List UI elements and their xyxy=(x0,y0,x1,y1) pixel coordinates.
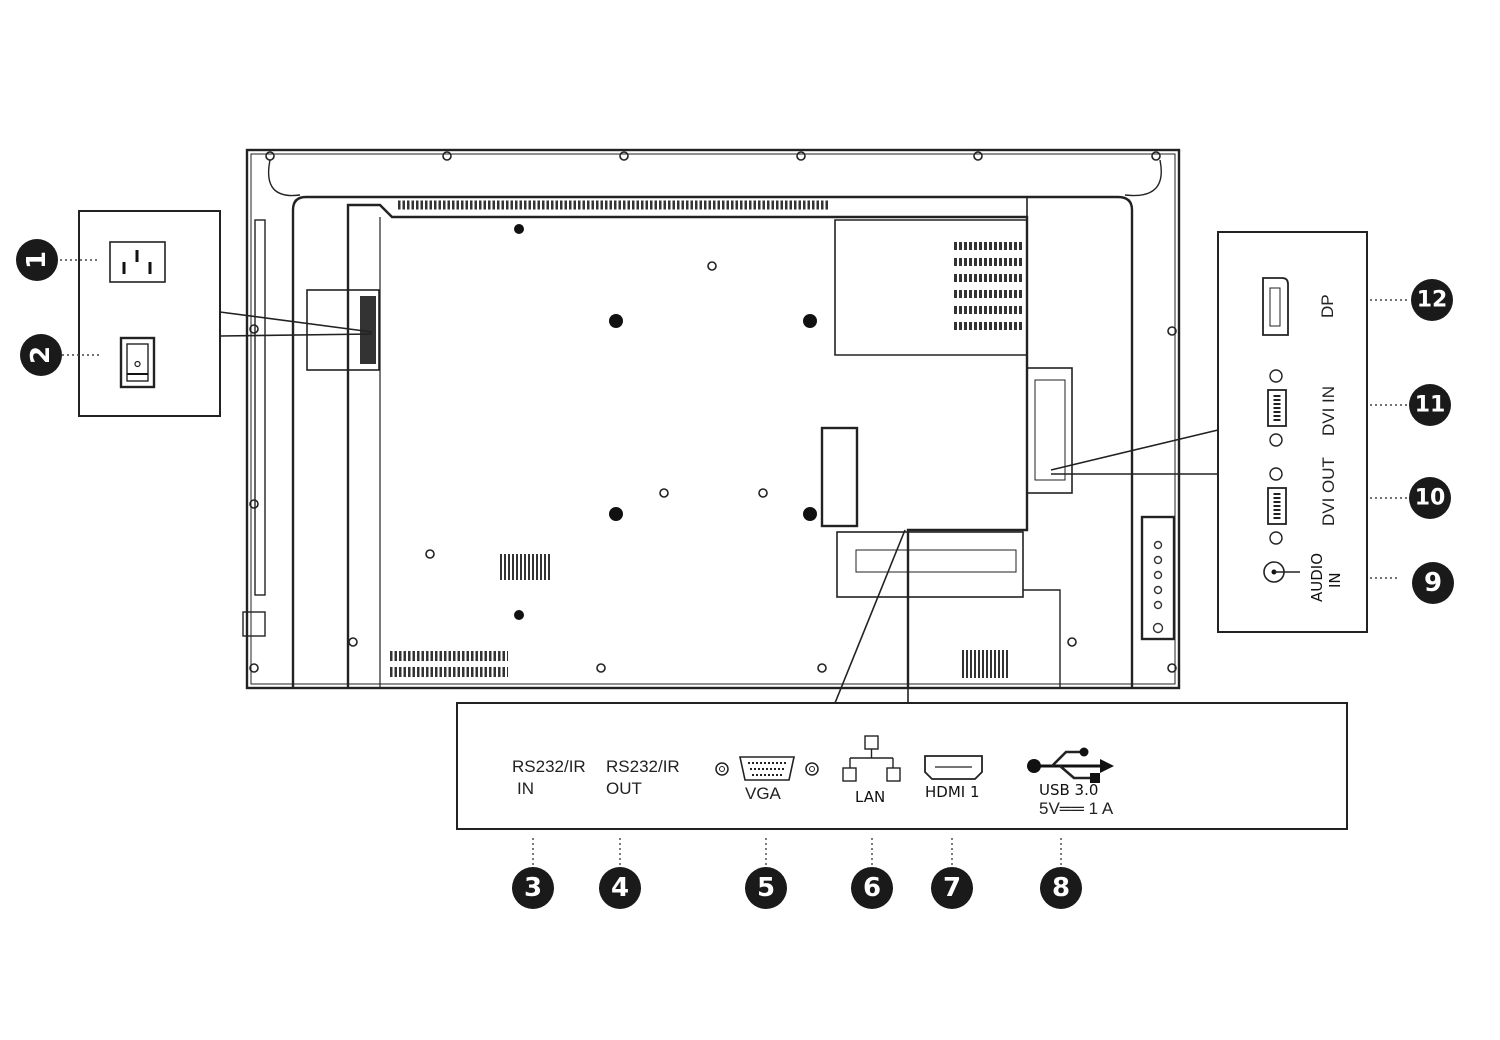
keypad-buttons xyxy=(1152,540,1164,634)
callout-11-number: 11 xyxy=(1415,393,1446,418)
callout-5: 5 xyxy=(745,867,787,909)
audio-label-1: AUDIO xyxy=(1308,553,1326,602)
lan-label: LAN xyxy=(855,788,885,806)
callout-9-number: 9 xyxy=(1424,568,1442,598)
callout-12: 12 xyxy=(1411,279,1453,321)
network-lan-icon xyxy=(842,735,901,782)
callout-8-number: 8 xyxy=(1052,873,1070,903)
dvi-in-label: DVI IN xyxy=(1319,386,1338,436)
callout-12-number: 12 xyxy=(1417,288,1448,313)
usb-label-1: USB 3.0 xyxy=(1039,781,1098,799)
usb-label-2: 5V══ 1 A xyxy=(1039,799,1114,818)
callout-7: 7 xyxy=(931,867,973,909)
callout-11: 11 xyxy=(1409,384,1451,426)
power-inset xyxy=(78,210,373,417)
callout-6-number: 6 xyxy=(863,873,881,903)
rs232-out-label-1: RS232/IR xyxy=(606,757,680,776)
rs232-out-label-2: OUT xyxy=(606,779,642,798)
callout-5-number: 5 xyxy=(757,873,775,903)
callout-3: 3 xyxy=(512,867,554,909)
side-port-panel: DP DVI IN DVI OUT AUDIO IN xyxy=(1050,231,1368,633)
callout-10-number: 10 xyxy=(1415,486,1446,511)
callout-6: 6 xyxy=(851,867,893,909)
rocker-switch-icon xyxy=(119,336,156,389)
hdmi-port-icon xyxy=(924,755,983,780)
vesa-mounting-holes xyxy=(514,224,817,620)
rs232-in-label-1: RS232/IR xyxy=(512,757,586,776)
bottom-port-panel: RS232/IR IN RS232/IR OUT VGA LAN xyxy=(456,529,1348,830)
monitor-back xyxy=(242,148,1181,690)
vent-grille-right xyxy=(954,242,1022,330)
callout-7-number: 7 xyxy=(943,873,961,903)
vga-label: VGA xyxy=(745,784,782,803)
callout-2: 2 xyxy=(20,334,62,376)
usb-trident-icon xyxy=(1027,747,1114,783)
callout-9: 9 xyxy=(1412,562,1454,604)
callout-10: 10 xyxy=(1409,477,1451,519)
callout-4-number: 4 xyxy=(611,873,629,903)
rs232-in-label-2: IN xyxy=(517,779,534,798)
dp-label: DP xyxy=(1318,294,1337,318)
vga-connector-icon xyxy=(715,756,819,781)
leader-lines xyxy=(60,259,1410,868)
audio-label-2: IN xyxy=(1326,572,1344,588)
callout-1-number: 1 xyxy=(22,251,52,269)
callout-1: 1 xyxy=(16,239,58,281)
dvi-out-connector-icon xyxy=(1267,467,1287,545)
dvi-out-label: DVI OUT xyxy=(1319,457,1338,526)
callout-8: 8 xyxy=(1040,867,1082,909)
displayport-icon xyxy=(1262,277,1289,336)
callout-3-number: 3 xyxy=(524,873,542,903)
hdmi-label: HDMI 1 xyxy=(925,783,980,801)
ac-power-inlet-icon xyxy=(109,241,166,283)
screws xyxy=(249,151,1177,673)
callout-4: 4 xyxy=(599,867,641,909)
dvi-connector-icon xyxy=(1267,369,1287,447)
audio-jack-icon xyxy=(1263,561,1300,583)
callout-2-number: 2 xyxy=(26,346,56,364)
